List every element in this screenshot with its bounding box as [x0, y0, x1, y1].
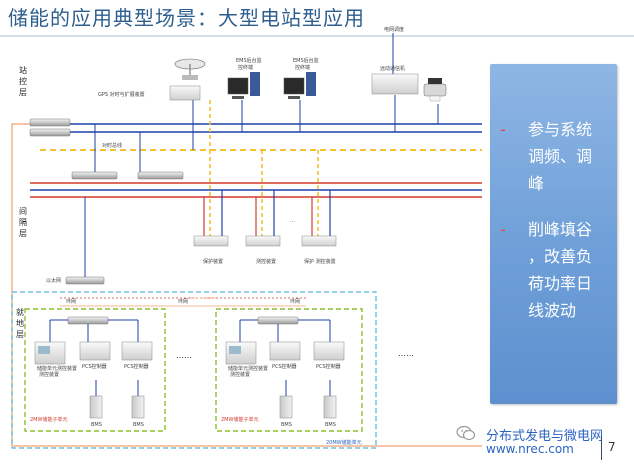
bay-tier-label: 间 隔 层	[19, 207, 27, 238]
station-tier-label: 站 控 层	[19, 65, 27, 97]
benefit-line: 峰	[528, 174, 545, 193]
bullet-marker: -	[500, 120, 506, 139]
benefit-line: 调频、调	[528, 147, 593, 166]
svg-text:层: 层	[19, 229, 27, 238]
unit-device-label-1b: 测控装置	[39, 371, 59, 378]
yellow-drops	[209, 100, 319, 236]
monitoring-label: 测控装置	[256, 258, 276, 265]
pcs-label-1b: PCS控制器	[124, 363, 149, 370]
wechat-icon	[456, 425, 476, 441]
bay-drops-red	[203, 197, 313, 236]
bms-device-1b	[131, 395, 145, 419]
ems-label-2b: 控终端	[295, 64, 310, 71]
protection-label: 保护装置	[203, 258, 223, 265]
svg-text:层: 层	[19, 88, 27, 97]
pcs-device-2b	[313, 341, 345, 361]
page-title: 储能的应用典型场景：大型电站型应用	[8, 6, 365, 30]
pcs-device-1a	[79, 341, 111, 361]
bms-device-2a	[279, 395, 293, 419]
dispatch-label: 电网调度	[384, 26, 404, 33]
telecontrol-device	[371, 73, 419, 95]
monitor-icon	[227, 72, 316, 99]
svg-text:隔: 隔	[19, 218, 27, 227]
printer-icon	[423, 78, 447, 102]
site-tier-label: 就 地 层	[16, 307, 24, 339]
gps-device	[169, 85, 201, 101]
ems-label-1b: 控终端	[238, 64, 253, 71]
ring-label-mid: 环网	[178, 299, 188, 305]
gps-label: GPS 对时与扩展装置	[98, 91, 145, 98]
bullet-marker: -	[500, 220, 506, 239]
subunit-frame-2	[215, 308, 363, 432]
ethernet-label: 以太网	[46, 277, 61, 284]
title-underline	[0, 35, 634, 37]
svg-text:控: 控	[19, 76, 27, 86]
pcs-label-1a: PCS控制器	[82, 363, 107, 370]
time-sync-label: 对时总线	[102, 142, 122, 149]
benefit-line: ，改善负	[528, 247, 593, 266]
benefit-line: 削峰填谷	[528, 220, 593, 239]
row-ellipsis: ……	[176, 351, 192, 360]
benefit-line: 荷功率日	[528, 274, 593, 293]
prot-mon-label: 保护 测控装置	[304, 258, 336, 265]
bms-label-2b: BMS	[325, 422, 336, 428]
subunit-label-1: 2MW储能子单元	[30, 416, 67, 423]
benefit-item-2: - 削峰填谷 ，改善负 荷功率日 线波动	[500, 216, 612, 324]
bms-label-1b: BMS	[133, 422, 144, 428]
station-unit-frame	[11, 291, 377, 449]
pcs-label-2b: PCS控制器	[316, 363, 341, 370]
site-switch	[65, 276, 105, 285]
svg-text:就: 就	[16, 307, 24, 317]
benefit-line: 线波动	[528, 301, 577, 320]
benefit-line: 参与系统	[528, 120, 593, 139]
row-ellipsis-2: ……	[398, 349, 414, 358]
ems-label-1: EMS后台监	[236, 57, 262, 64]
pcs-device-1b	[121, 341, 153, 361]
unit-device-label-2: 储能单元测控装置	[228, 365, 268, 372]
bms-device-2b	[323, 395, 337, 419]
subunit-label-2: 2MW储能子单元	[221, 416, 258, 423]
svg-text:站: 站	[19, 65, 27, 75]
bay-devices	[193, 235, 337, 247]
footer-brand: 分布式发电与微电网	[486, 429, 604, 444]
network-switch-icon	[29, 118, 184, 180]
bay-ellipsis: …	[290, 218, 295, 224]
bms-device-1a	[89, 395, 103, 419]
unit-device-label-2b: 测控装置	[230, 371, 250, 378]
optical-link	[11, 123, 482, 447]
benefits-panel: - 参与系统 调频、调 峰 - 削峰填谷 ，改善负 荷功率日 线波动	[490, 64, 617, 404]
bms-label-1a: BMS	[91, 422, 102, 428]
page-separator	[601, 436, 602, 460]
unit-device-label-1: 储能单元测控装置	[37, 365, 77, 372]
footer-url[interactable]: www.nrec.com	[486, 442, 574, 456]
bay-drops-blue	[221, 190, 331, 236]
ring-label-right: 环网	[290, 299, 300, 305]
svg-text:间: 间	[19, 207, 27, 216]
subunit-frame-1	[24, 308, 166, 432]
pcs-device-2a	[269, 341, 301, 361]
pcs-label-2a: PCS控制器	[272, 363, 297, 370]
page-number: 7	[608, 440, 616, 454]
ems-label-2: EMS后台监	[293, 57, 319, 64]
telecontrol-label: 远动通信机	[380, 65, 405, 72]
satellite-dish-icon	[174, 58, 206, 80]
ring-label-left: 环网	[66, 299, 76, 305]
benefit-item-1: - 参与系统 调频、调 峰	[500, 116, 612, 197]
bms-label-2a: BMS	[281, 422, 292, 428]
station-unit-label: 20MW储能单元	[326, 439, 362, 446]
svg-text:层: 层	[16, 330, 24, 339]
station-drops	[94, 95, 439, 175]
svg-text:地: 地	[16, 318, 24, 328]
